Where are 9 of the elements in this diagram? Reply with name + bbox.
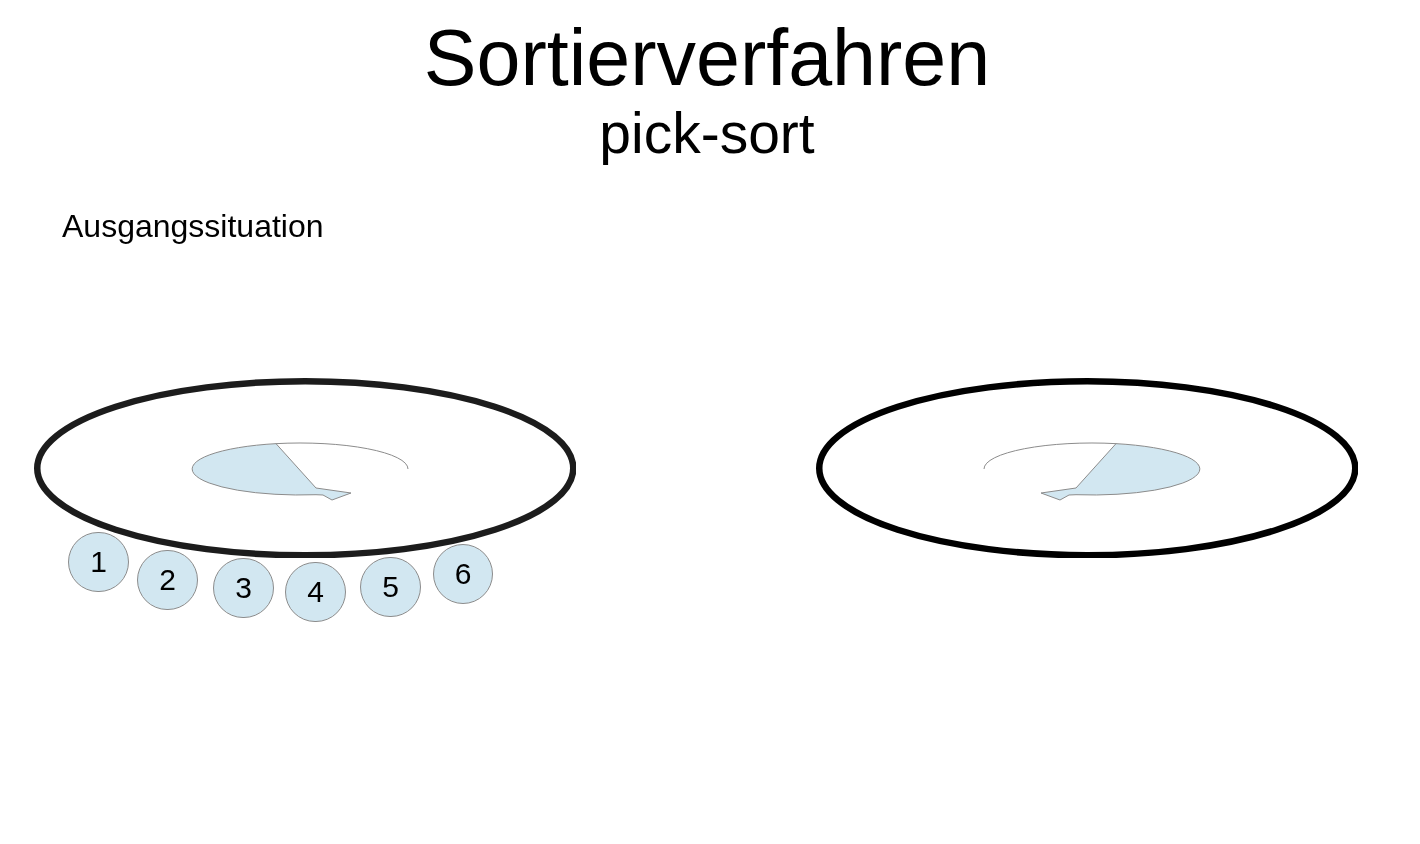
- title: Sortierverfahren: [423, 18, 991, 97]
- numbered-circle: 4: [285, 561, 347, 623]
- state-label: Ausgangssituation: [62, 210, 324, 242]
- numbered-circle: 3: [213, 557, 274, 619]
- numbered-circle: 6: [432, 543, 494, 605]
- numbered-circle: 2: [137, 549, 198, 611]
- ring: [815, 377, 1359, 559]
- numbered-circle: 1: [68, 531, 129, 593]
- numbered-circle: 5: [360, 556, 422, 618]
